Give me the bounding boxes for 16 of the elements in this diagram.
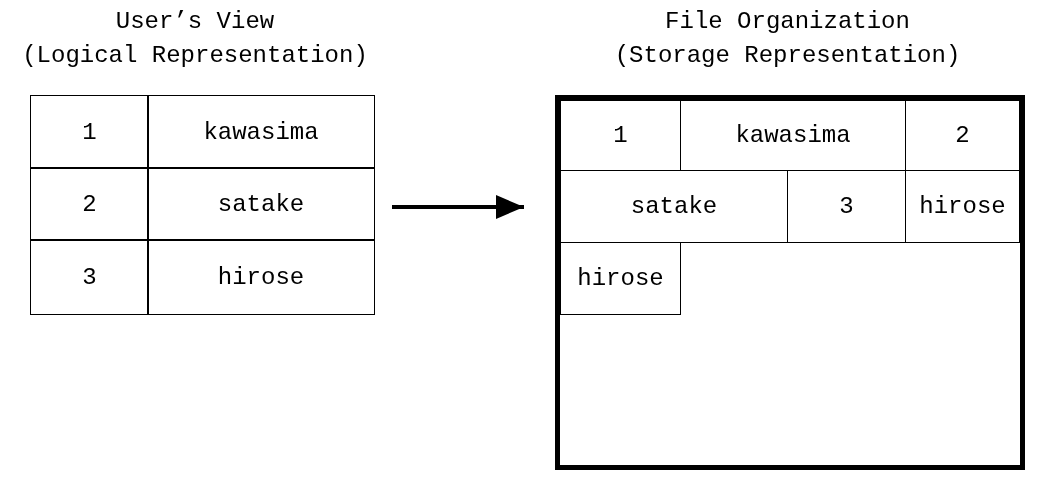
heading-text: (Logical Representation): [21, 42, 369, 69]
arrow: [392, 195, 524, 219]
heading-text: File Organization: [664, 8, 911, 35]
table-cell: 1: [30, 95, 149, 169]
table-cell: 2: [905, 100, 1020, 171]
table-cell: kawasima: [147, 95, 375, 169]
table-cell: hirose: [560, 242, 681, 315]
table-cell: 1: [560, 100, 681, 171]
table-cell: hirose: [147, 239, 375, 315]
table-cell: hirose: [905, 170, 1020, 243]
table-cell: satake: [560, 170, 788, 243]
heading-text: User’s View: [114, 8, 276, 35]
table-cell: 3: [30, 239, 149, 315]
table-cell: 2: [30, 167, 149, 241]
heading-text: (Storage Representation): [613, 42, 962, 69]
table-cell: satake: [147, 167, 375, 241]
